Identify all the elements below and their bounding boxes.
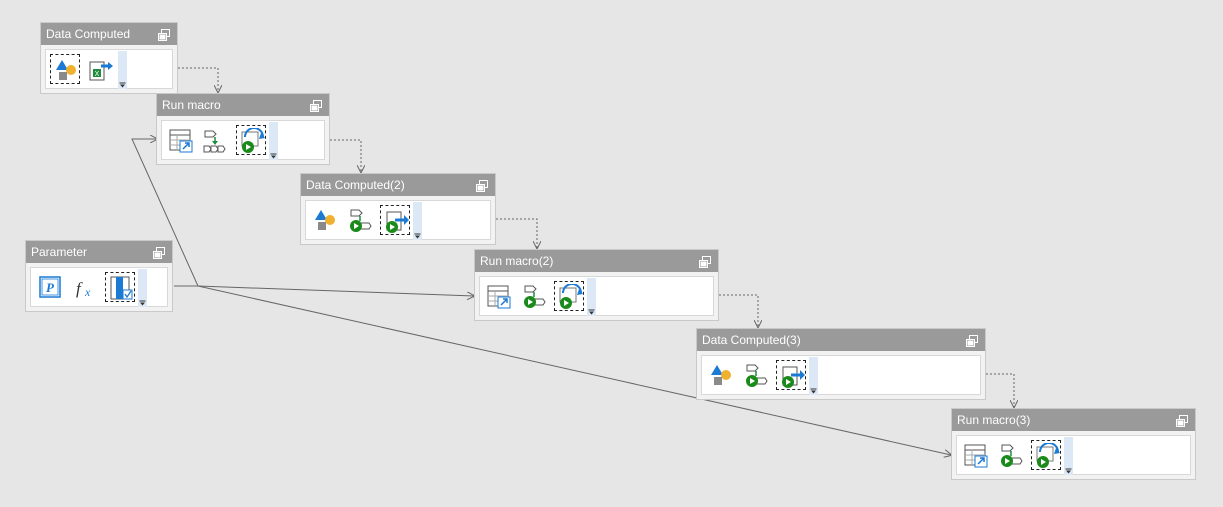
restore-window-icon[interactable] — [698, 254, 712, 268]
svg-text:P: P — [46, 280, 55, 295]
node-title: Data Computed — [46, 27, 131, 41]
param-link-run-macro-2 — [197, 285, 474, 296]
step-sequence-icon[interactable] — [201, 125, 231, 155]
svg-text:f: f — [76, 279, 83, 298]
run-cycle-icon[interactable] — [236, 125, 266, 155]
run-step-icon[interactable] — [996, 440, 1026, 470]
node-header[interactable]: Run macro(2) — [475, 250, 718, 272]
overflow-dropdown-icon[interactable] — [118, 51, 127, 89]
node-data-computed-2[interactable]: Data Computed(2) — [300, 173, 496, 245]
node-header[interactable]: Data Computed — [41, 23, 177, 45]
svg-text:x: x — [84, 285, 91, 299]
node-title: Run macro(3) — [957, 413, 1031, 427]
overflow-dropdown-icon[interactable] — [138, 269, 147, 307]
overflow-dropdown-icon[interactable] — [587, 278, 596, 316]
restore-window-icon[interactable] — [1175, 413, 1189, 427]
dotted-connector-2 — [330, 139, 361, 172]
parameter-icon[interactable]: P — [35, 272, 65, 302]
node-toolbar — [479, 276, 714, 316]
run-step-icon[interactable] — [741, 360, 771, 390]
run-cycle-icon[interactable] — [554, 281, 584, 311]
dotted-connector-5 — [986, 373, 1014, 407]
node-header[interactable]: Parameter — [26, 241, 172, 263]
table-link-icon[interactable] — [961, 440, 991, 470]
node-toolbar: X — [45, 49, 173, 89]
shapes-icon[interactable] — [310, 205, 340, 235]
node-title: Run macro(2) — [480, 254, 554, 268]
node-run-macro[interactable]: Run macro — [156, 93, 330, 165]
node-toolbar — [701, 355, 981, 395]
node-toolbar — [305, 200, 491, 240]
run-step-icon[interactable] — [519, 281, 549, 311]
overflow-dropdown-icon[interactable] — [1064, 437, 1073, 475]
dotted-connector-3 — [496, 218, 537, 248]
excel-export-icon[interactable]: X — [85, 54, 115, 84]
run-cycle-icon[interactable] — [1031, 440, 1061, 470]
node-header[interactable]: Data Computed(3) — [697, 329, 985, 351]
node-header[interactable]: Run macro — [157, 94, 329, 116]
restore-window-icon[interactable] — [965, 333, 979, 347]
svg-text:X: X — [95, 71, 100, 78]
node-header[interactable]: Run macro(3) — [952, 409, 1195, 431]
overflow-dropdown-icon[interactable] — [809, 357, 818, 395]
node-run-macro-2[interactable]: Run macro(2) — [474, 249, 719, 321]
node-run-macro-3[interactable]: Run macro(3) — [951, 408, 1196, 480]
node-title: Parameter — [31, 245, 88, 259]
export-arrow-icon[interactable] — [380, 205, 410, 235]
overflow-dropdown-icon[interactable] — [269, 122, 278, 160]
shapes-icon[interactable] — [50, 54, 80, 84]
table-link-icon[interactable] — [166, 125, 196, 155]
node-title: Run macro — [162, 98, 221, 112]
overflow-dropdown-icon[interactable] — [413, 202, 422, 240]
node-header[interactable]: Data Computed(2) — [301, 174, 495, 196]
run-step-icon[interactable] — [345, 205, 375, 235]
node-title: Data Computed(2) — [306, 178, 405, 192]
node-toolbar — [161, 120, 325, 160]
restore-window-icon[interactable] — [475, 178, 489, 192]
restore-window-icon[interactable] — [309, 98, 323, 112]
column-check-icon[interactable] — [105, 272, 135, 302]
restore-window-icon[interactable] — [152, 245, 166, 259]
dotted-connector-4 — [719, 294, 758, 327]
table-link-icon[interactable] — [484, 281, 514, 311]
shapes-icon[interactable] — [706, 360, 736, 390]
node-data-computed-3[interactable]: Data Computed(3) — [696, 328, 986, 400]
node-toolbar — [956, 435, 1191, 475]
node-title: Data Computed(3) — [702, 333, 801, 347]
export-arrow-icon[interactable] — [776, 360, 806, 390]
restore-window-icon[interactable] — [157, 27, 171, 41]
dotted-connector-1 — [178, 67, 218, 92]
